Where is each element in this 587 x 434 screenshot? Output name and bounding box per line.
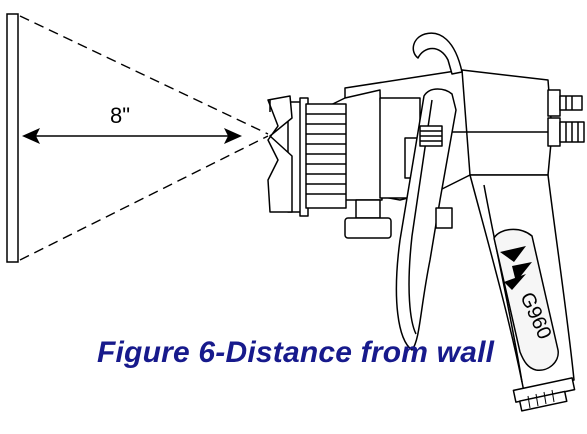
figure-caption: Figure 6-Distance from wall	[97, 336, 495, 369]
air-cap-horns	[267, 95, 293, 213]
wall	[6, 13, 19, 263]
spray-cone	[19, 15, 269, 261]
trigger	[395, 88, 457, 351]
brand-logo	[500, 246, 532, 290]
air-inlet-fitting	[512, 377, 576, 412]
distance-arrow	[22, 128, 242, 144]
fluid-inlet	[355, 199, 381, 219]
distance-label: 8"	[110, 103, 130, 128]
handle-label-panel	[493, 228, 559, 371]
hanger-hook	[412, 32, 463, 75]
air-adjust-knob	[547, 117, 585, 147]
spray-gun	[267, 32, 585, 412]
air-cap	[305, 103, 347, 209]
fluid-adjust-knob	[547, 89, 583, 117]
